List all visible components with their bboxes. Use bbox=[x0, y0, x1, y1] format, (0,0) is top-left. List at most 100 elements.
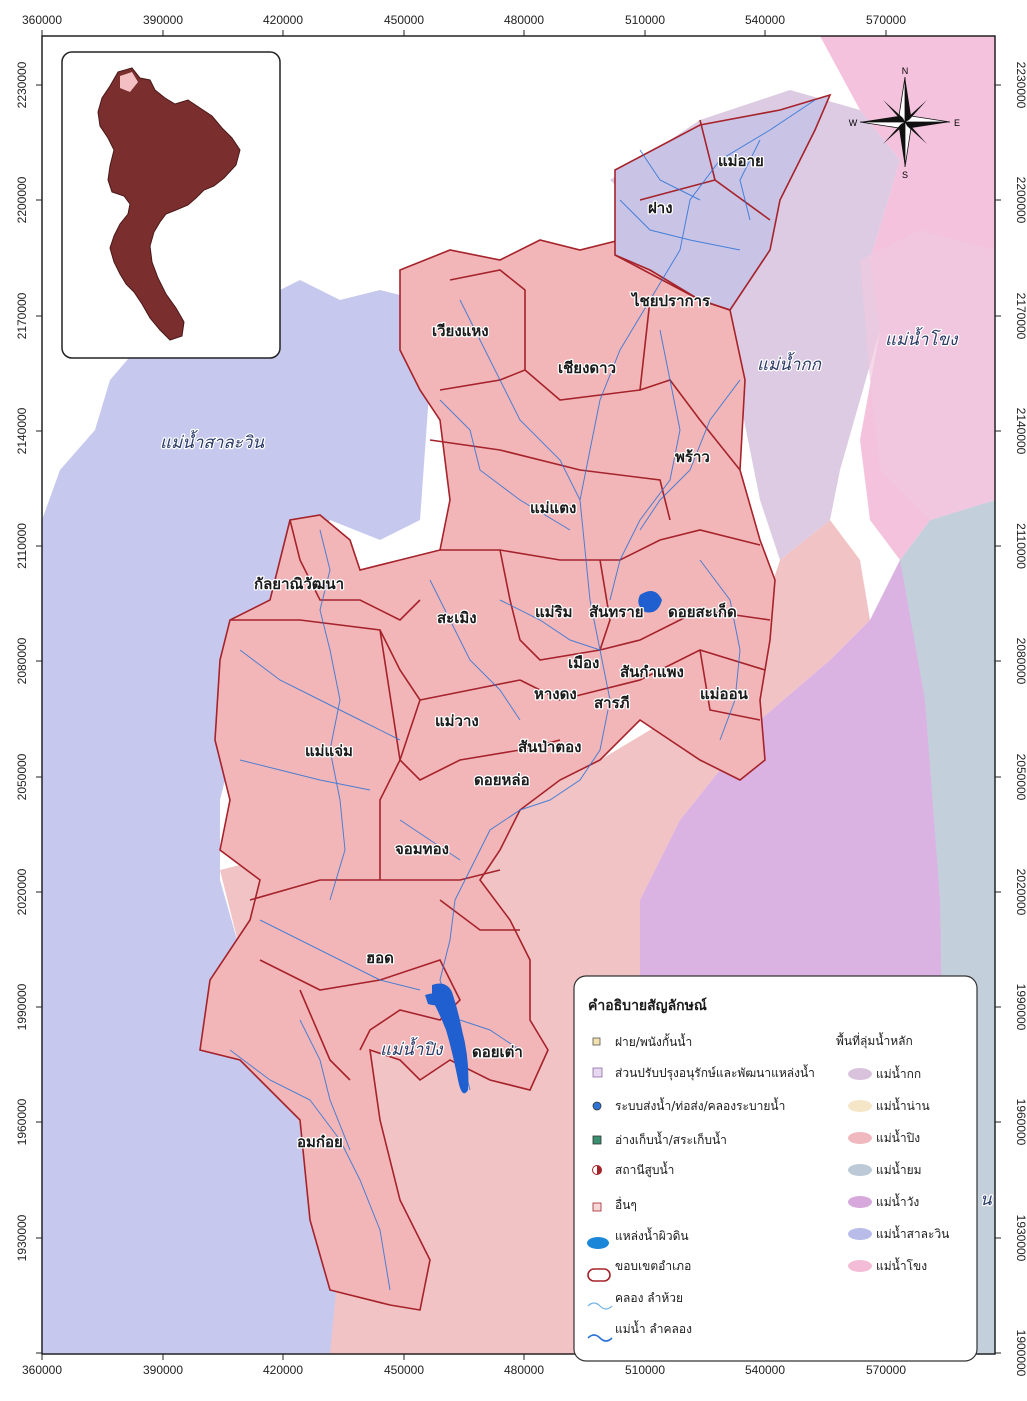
district-label: สะเมิง bbox=[437, 609, 477, 627]
legend-basin-swatch bbox=[848, 1164, 872, 1176]
legend-conservation-icon bbox=[592, 1067, 603, 1078]
legend-district-boundary-icon bbox=[587, 1268, 611, 1282]
district-label: กัลยาณิวัฒนา bbox=[254, 575, 344, 593]
y-tick-label: 1930000 bbox=[15, 1214, 29, 1261]
basin-label-salawin: แม่น้ำสาละวิน bbox=[160, 429, 264, 453]
legend-basin-swatch bbox=[848, 1068, 872, 1080]
basin-label-ping: แม่น้ำปิง bbox=[380, 1036, 444, 1060]
x-tick-label: 510000 bbox=[625, 13, 665, 27]
y-tick-label: 2080000 bbox=[15, 637, 29, 684]
x-tick-label: 540000 bbox=[745, 1363, 785, 1377]
north-districts-area bbox=[614, 93, 832, 311]
x-tick-label: 480000 bbox=[504, 1363, 544, 1377]
y-tick-label: 2110000 bbox=[1014, 523, 1027, 569]
legend-item: อื่นๆ bbox=[615, 1196, 637, 1212]
legend-other-icon bbox=[592, 1202, 602, 1212]
thailand-shape bbox=[97, 67, 241, 341]
district-label: แม่ริม bbox=[535, 603, 573, 621]
y-tick-label: 1990000 bbox=[1014, 984, 1027, 1031]
legend-weir-icon bbox=[592, 1037, 601, 1046]
district-label: ดอยเต่า bbox=[472, 1043, 523, 1061]
reservoir-bhumibol bbox=[432, 983, 469, 1094]
legend: คำอธิบายสัญลักษณ์ ฝาย/พนังกั้นน้ำ ส่วนปร… bbox=[573, 975, 978, 1362]
legend-basin-swatch bbox=[848, 1260, 872, 1272]
river-network bbox=[229, 99, 816, 1291]
bottom-tick-labels: 360000 390000 420000 450000 480000 51000… bbox=[22, 1363, 906, 1377]
legend-item: คลอง ลำห้วย bbox=[615, 1291, 683, 1305]
legend-basin-item: แม่น้ำยม bbox=[876, 1161, 922, 1177]
x-tick-label: 570000 bbox=[866, 1363, 906, 1377]
legend-basin-swatch bbox=[848, 1228, 872, 1240]
x-tick-label: 360000 bbox=[22, 1363, 62, 1377]
district-label: สันป่าตอง bbox=[518, 738, 581, 756]
district-label: เมือง bbox=[568, 654, 599, 672]
y-tick-label: 1960000 bbox=[15, 1098, 29, 1145]
legend-item: แม่น้ำ ลำคลอง bbox=[615, 1320, 692, 1336]
x-tick-label: 450000 bbox=[384, 1363, 424, 1377]
district-label: ฮอด bbox=[366, 949, 394, 967]
province-area bbox=[199, 239, 776, 1311]
legend-item: ระบบส่งน้ำ/ท่อส่ง/คลองระบายน้ำ bbox=[615, 1097, 785, 1113]
legend-item: สถานีสูบน้ำ bbox=[615, 1161, 674, 1178]
district-label: แม่แตง bbox=[530, 499, 576, 517]
x-tick-label: 390000 bbox=[143, 1363, 183, 1377]
legend-basin-swatch bbox=[848, 1132, 872, 1144]
top-tick-labels: 360000 390000 420000 450000 480000 51000… bbox=[22, 13, 906, 27]
x-tick-label: 570000 bbox=[866, 13, 906, 27]
district-label: เชียงดาว bbox=[558, 359, 616, 377]
legend-title: คำอธิบายสัญลักษณ์ bbox=[588, 997, 707, 1014]
y-tick-label: 2200000 bbox=[15, 176, 29, 223]
district-label: แม่ออน bbox=[700, 685, 749, 703]
y-tick-label: 2140000 bbox=[15, 407, 29, 454]
district-label: แม่อาย bbox=[718, 152, 764, 170]
y-tick-label: 2110000 bbox=[15, 523, 29, 569]
legend-basin-swatch bbox=[848, 1100, 872, 1112]
x-tick-label: 510000 bbox=[625, 1363, 665, 1377]
legend-pump-station-icon bbox=[592, 1165, 602, 1175]
y-tick-label: 2140000 bbox=[1014, 408, 1027, 455]
legend-reservoir-icon bbox=[592, 1135, 602, 1145]
y-tick-label: 1900000 bbox=[1014, 1330, 1027, 1377]
district-boundaries bbox=[230, 119, 771, 1081]
legend-river-icon bbox=[587, 1334, 613, 1342]
x-tick-label: 420000 bbox=[263, 13, 303, 27]
left-tick-labels: 2230000 2200000 2170000 2140000 2110000 … bbox=[15, 61, 29, 1261]
x-tick-label: 390000 bbox=[143, 13, 183, 27]
y-tick-label: 2020000 bbox=[1014, 869, 1027, 916]
x-tick-label: 540000 bbox=[745, 13, 785, 27]
district-label: ฝาง bbox=[648, 199, 673, 217]
district-label: พร้าว bbox=[675, 448, 710, 466]
district-label: สันทราย bbox=[589, 603, 644, 621]
legend-basin-item: แม่น้ำปิง bbox=[876, 1129, 920, 1145]
district-label: ดอยสะเก็ด bbox=[668, 602, 737, 621]
x-tick-label: 420000 bbox=[263, 1363, 303, 1377]
basin-label-khong: แม่น้ำโขง bbox=[885, 326, 959, 350]
map-frame bbox=[41, 35, 996, 1355]
legend-canal-system-icon bbox=[592, 1101, 602, 1111]
legend-item: ฝาย/พนังกั้นน้ำ bbox=[615, 1033, 692, 1049]
compass-s: S bbox=[902, 170, 908, 180]
basin-area-salawin bbox=[42, 280, 430, 1354]
legend-item: อ่างเก็บน้ำ/สระเก็บน้ำ bbox=[615, 1131, 727, 1147]
legend-basin-swatch bbox=[848, 1196, 872, 1208]
district-labels: แม่อาย ฝาง ไชยปราการ เวียงแหง เชียงดาว พ… bbox=[253, 151, 765, 1153]
district-label: จอมทอง bbox=[395, 840, 449, 858]
surface-water bbox=[425, 591, 662, 1094]
y-tick-label: 2170000 bbox=[1014, 293, 1027, 340]
y-tick-label: 2050000 bbox=[15, 753, 29, 800]
compass-n: N bbox=[902, 66, 909, 76]
district-label: ดอยหล่อ bbox=[474, 771, 530, 789]
compass-w: W bbox=[849, 118, 858, 128]
district-label: หางดง bbox=[534, 685, 577, 703]
legend-basin-item: แม่น้ำโขง bbox=[876, 1257, 927, 1273]
legend-basin-item: แม่น้ำสาละวิน bbox=[876, 1225, 949, 1241]
y-tick-label: 1960000 bbox=[1014, 1099, 1027, 1146]
inset-map bbox=[61, 51, 281, 359]
legend-basin-item: แม่น้ำกก bbox=[876, 1065, 921, 1081]
y-tick-label: 2020000 bbox=[15, 868, 29, 915]
y-tick-label: 2230000 bbox=[15, 61, 29, 108]
district-label: สันกำแพง bbox=[620, 663, 684, 681]
legend-basin-item: แม่น้ำวัง bbox=[876, 1193, 919, 1209]
y-tick-label: 2080000 bbox=[1014, 638, 1027, 685]
